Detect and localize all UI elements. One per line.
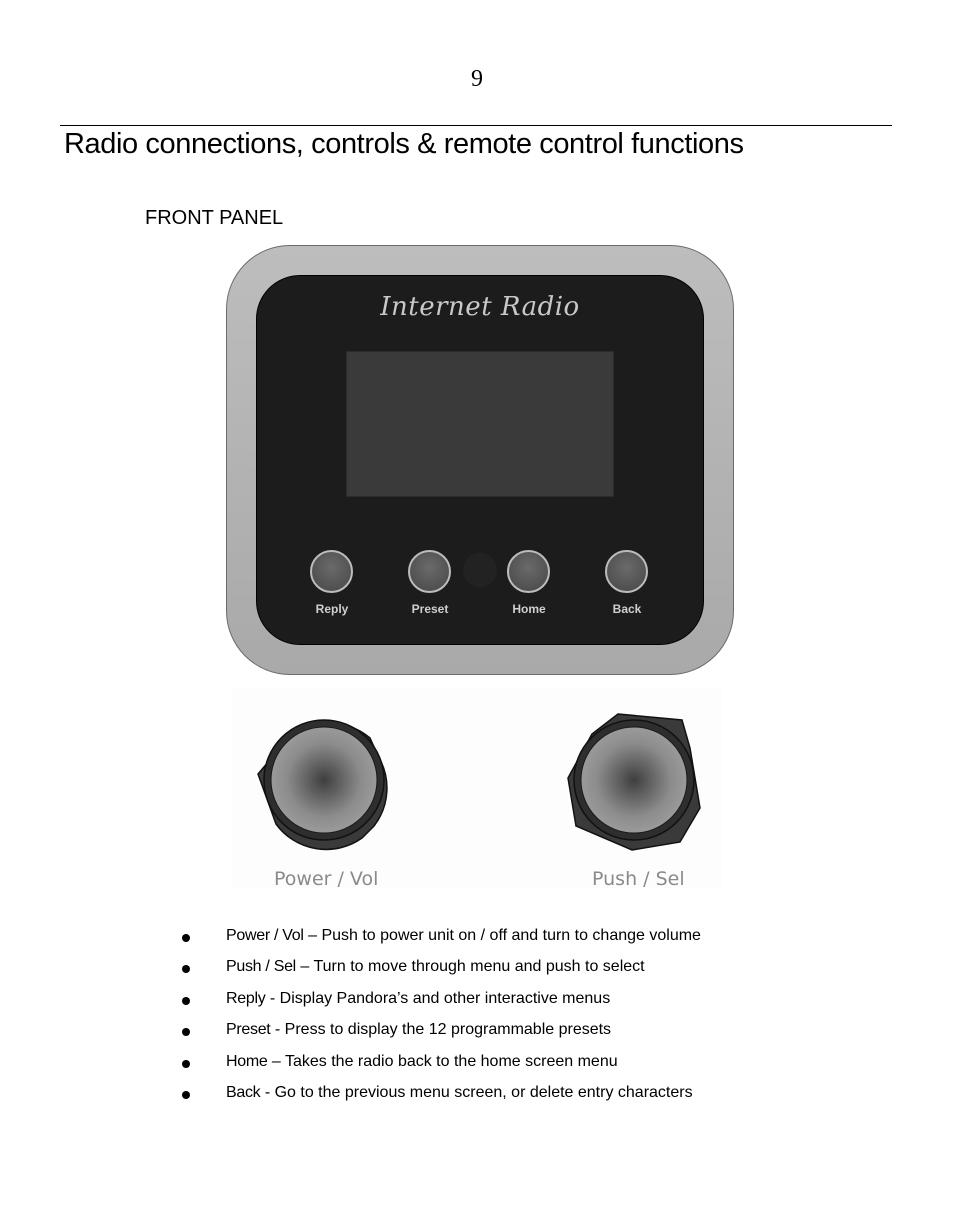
feature-description: Push to power unit on / off and turn to …: [321, 927, 701, 944]
display-screen: [346, 351, 614, 497]
feature-description: Takes the radio back to the home screen …: [284, 1053, 618, 1070]
feature-description: Turn to move through menu and push to se…: [313, 958, 645, 975]
feature-description: Go to the previous menu screen, or delet…: [274, 1084, 693, 1101]
brand-logo: Internet Radio: [380, 292, 580, 322]
preset-button-icon: [408, 550, 451, 593]
push-sel-knob-icon: [567, 713, 701, 851]
bullet-icon: [182, 1060, 190, 1068]
feature-separator: -: [270, 1021, 285, 1038]
feature-description: Press to display the 12 programmable pre…: [284, 1021, 612, 1038]
feature-separator: -: [265, 990, 280, 1007]
bullet-icon: [182, 997, 190, 1005]
bullet-icon: [182, 1028, 190, 1036]
home-label: Home: [512, 602, 546, 616]
feature-separator: –: [303, 927, 322, 944]
home-button-icon: [507, 550, 550, 593]
power-vol-label: Power / Vol: [274, 868, 379, 890]
feature-separator: –: [267, 1053, 285, 1070]
feature-term: Push / Sel: [226, 958, 296, 975]
preset-label: Preset: [411, 602, 449, 616]
reply-button-icon: [310, 550, 353, 593]
power-vol-knob-icon: [257, 719, 388, 851]
feature-description: Display Pandora’s and other interactive …: [279, 990, 611, 1007]
back-button-icon: [605, 550, 648, 593]
back-label: Back: [612, 602, 642, 616]
feature-term: Back: [226, 1084, 261, 1101]
bullet-icon: [182, 965, 190, 973]
feature-term: Preset: [226, 1021, 271, 1038]
feature-separator: –: [295, 958, 314, 975]
push-sel-label: Push / Sel: [592, 868, 685, 890]
bullet-icon: [182, 1091, 190, 1099]
page-number: 9: [471, 66, 483, 92]
bullet-icon: [182, 934, 190, 942]
ir-sensor-icon: [463, 553, 497, 587]
reply-label: Reply: [315, 602, 349, 616]
feature-term: Home: [226, 1053, 268, 1070]
feature-term: Power / Vol: [226, 927, 304, 944]
subheading-front-panel: FRONT PANEL: [145, 207, 284, 229]
heading-rule: [60, 125, 892, 126]
feature-term: Reply: [226, 990, 266, 1007]
feature-separator: -: [260, 1084, 275, 1101]
section-heading: Radio connections, controls & remote con…: [64, 128, 744, 160]
